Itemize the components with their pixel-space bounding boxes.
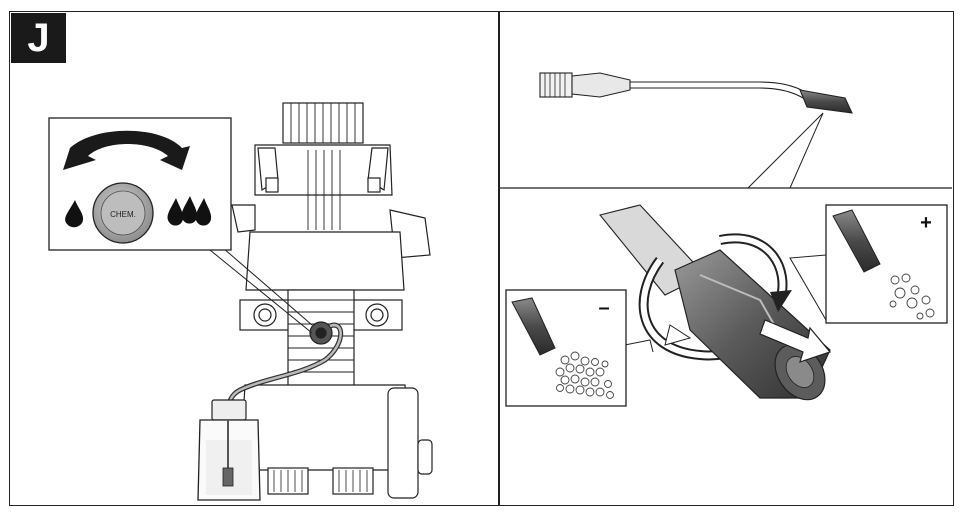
more-symbol: + (920, 212, 932, 234)
drop-less-icon (65, 200, 84, 228)
less-symbol: – (598, 297, 609, 319)
rotate-ring-arrow-icon (770, 290, 792, 312)
callout-leader-nozzle (747, 112, 824, 189)
rotate-arrow-icon (63, 130, 190, 170)
detergent-dial-inset: CHEM. (48, 117, 232, 251)
less-setting-inset: – (505, 289, 654, 407)
dial-label: CHEM. (110, 210, 136, 219)
spray-lance (539, 72, 853, 114)
drop-more-icon (167, 198, 184, 226)
panel-divider (498, 11, 500, 506)
callout-leader-dial (222, 247, 313, 326)
figure-frame (9, 11, 954, 506)
step-badge: J (11, 13, 66, 63)
adjustable-nozzle (599, 204, 832, 401)
foam-sparse-icon (889, 273, 935, 320)
detergent-bottle (197, 399, 261, 501)
more-setting-inset: + (789, 204, 948, 324)
foam-dense-icon (555, 351, 614, 399)
direction-arrow-icon (759, 319, 832, 363)
pressure-washer (231, 102, 433, 499)
